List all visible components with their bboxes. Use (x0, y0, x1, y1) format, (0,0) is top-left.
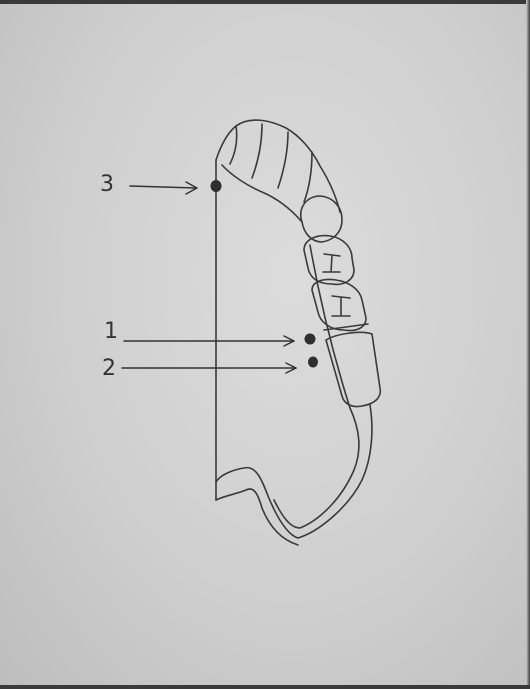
denture-outline (216, 126, 372, 545)
arrow-3-line (130, 186, 196, 188)
tooth-divider-3 (278, 132, 288, 188)
plate-bottom-inner (216, 489, 298, 545)
dot-1 (305, 334, 315, 344)
dot-3 (211, 181, 221, 192)
premolar-1-mark (323, 254, 340, 272)
teeth-arch-inner (222, 165, 302, 222)
dot-2 (309, 357, 318, 367)
callout-label-3: 3 (100, 174, 114, 196)
teeth-row (222, 120, 380, 406)
tooth-divider-4 (304, 152, 312, 202)
tooth-premolar-1 (304, 236, 354, 285)
molar-block (326, 332, 380, 406)
callout-label-2: 2 (102, 358, 116, 380)
tooth-premolar-2 (312, 279, 366, 330)
premolar-2-mark (332, 296, 350, 316)
callout-label-1: 1 (104, 321, 118, 343)
tooth-divider-2 (252, 124, 262, 178)
callout-arrows (122, 182, 296, 373)
plate-bottom-loop (216, 405, 372, 538)
plate-inner-edge (274, 245, 359, 528)
